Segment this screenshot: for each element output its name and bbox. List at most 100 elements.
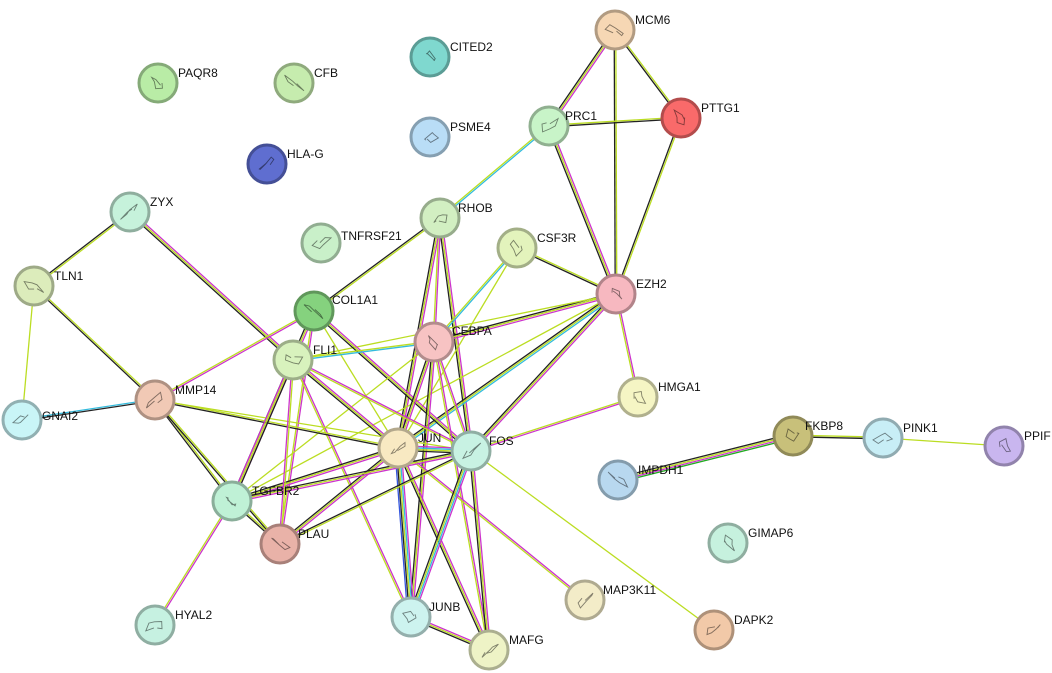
- edge-csf3r-cebpa[interactable]: [432, 247, 519, 343]
- node-junb[interactable]: JUNB: [390, 596, 460, 638]
- node-hyal2[interactable]: HYAL2: [134, 604, 212, 646]
- node-label: EZH2: [636, 277, 667, 291]
- edge-col1a1-jun[interactable]: [313, 310, 399, 449]
- edge-fos-dapk2[interactable]: [470, 450, 715, 631]
- node-hla-g[interactable]: HLA-G: [246, 143, 324, 185]
- node-pink1[interactable]: PINK1: [862, 417, 938, 459]
- edge-line-textmining: [409, 450, 471, 617]
- node-circle: [595, 273, 637, 315]
- node-mafg[interactable]: MAFG: [468, 629, 544, 671]
- edge-fli1-junb[interactable]: [291, 359, 413, 618]
- node-mmp14[interactable]: MMP14: [134, 379, 217, 421]
- edge-fos-junb[interactable]: [408, 449, 474, 619]
- node-csf3r[interactable]: CSF3R: [496, 227, 577, 269]
- node-dapk2[interactable]: DAPK2: [693, 609, 774, 651]
- edge-prc1-pttg1[interactable]: [548, 116, 682, 128]
- node-prc1[interactable]: PRC1: [528, 105, 597, 147]
- protein-structure-icon: [425, 50, 436, 62]
- edge-line-textmining: [231, 450, 472, 502]
- edge-cebpa-tgfbr2[interactable]: [231, 341, 435, 502]
- node-cebpa[interactable]: CEBPA: [413, 321, 492, 363]
- edge-ezh2-fli1[interactable]: [292, 293, 617, 361]
- edge-prc1-ezh2[interactable]: [546, 125, 619, 295]
- node-rhob[interactable]: RHOB: [419, 197, 493, 239]
- edge-tgfbr2-fli1[interactable]: [229, 359, 296, 502]
- edge-mcm6-ezh2[interactable]: [613, 29, 618, 295]
- edge-cebpa-junb[interactable]: [408, 341, 437, 618]
- protein-structure-icon: [258, 156, 275, 170]
- edge-line-coexpression: [33, 286, 155, 402]
- node-label: PLAU: [298, 527, 329, 541]
- node-circle: [109, 191, 151, 233]
- edge-gnai2-mmp14[interactable]: [21, 398, 156, 422]
- edge-fos-plau[interactable]: [279, 449, 472, 546]
- edge-mmp14-fos[interactable]: [154, 399, 472, 452]
- node-impdh1[interactable]: IMPDH1: [597, 459, 684, 501]
- node-label: JUN: [418, 431, 441, 445]
- edge-line-textmining: [616, 118, 683, 295]
- node-tnfrsf21[interactable]: TNFRSF21: [300, 222, 402, 264]
- edge-cebpa-fli1[interactable]: [292, 340, 435, 362]
- node-map3k11[interactable]: MAP3K11: [564, 579, 656, 621]
- edge-line-textmining: [397, 447, 412, 618]
- node-tln1[interactable]: TLN1: [13, 265, 84, 307]
- edge-ezh2-tgfbr2[interactable]: [231, 293, 617, 502]
- edge-cebpa-mafg[interactable]: [432, 341, 491, 651]
- protein-structure-path: [872, 432, 894, 445]
- edge-fli1-fos[interactable]: [292, 358, 472, 453]
- edge-csf3r-jun[interactable]: [397, 247, 518, 449]
- edge-mmp14-plau[interactable]: [153, 399, 282, 545]
- node-circle: [617, 376, 659, 418]
- node-ppif[interactable]: PPIF: [983, 425, 1051, 467]
- node-circle: [409, 36, 451, 78]
- edge-tln1-gnai2[interactable]: [21, 285, 35, 421]
- node-mcm6[interactable]: MCM6: [594, 9, 671, 51]
- node-label: RHOB: [458, 201, 493, 215]
- node-tgfbr2[interactable]: TGFBR2: [211, 480, 300, 522]
- edge-line-experimental: [130, 210, 295, 360]
- edge-prc1-rhob[interactable]: [439, 124, 550, 220]
- edge-jun-junb[interactable]: [394, 447, 415, 618]
- edge-zyx-fli1[interactable]: [128, 210, 295, 362]
- node-ezh2[interactable]: EZH2: [595, 273, 667, 315]
- node-gnai2[interactable]: GNAI2: [1, 399, 78, 441]
- edge-jun-plau[interactable]: [278, 446, 400, 546]
- protein-structure-path: [509, 239, 523, 257]
- protein-structure-icon: [673, 109, 686, 126]
- edge-ezh2-fos[interactable]: [469, 292, 618, 453]
- node-paqr8[interactable]: PAQR8: [137, 62, 218, 104]
- edge-fkbp8-impdh1[interactable]: [617, 433, 794, 483]
- node-pttg1[interactable]: PTTG1: [660, 97, 740, 139]
- edge-fli1-jun[interactable]: [291, 358, 400, 450]
- node-plau[interactable]: PLAU: [259, 523, 329, 565]
- edge-tgfbr2-hyal2[interactable]: [153, 500, 234, 626]
- node-fos[interactable]: FOS: [450, 430, 514, 472]
- edge-tln1-mmp14[interactable]: [33, 284, 156, 402]
- node-label: MCM6: [635, 13, 671, 27]
- edge-ezh2-jun[interactable]: [396, 292, 618, 450]
- node-psme4[interactable]: PSME4: [409, 116, 491, 158]
- node-circle: [419, 197, 461, 239]
- edge-fos-mafg[interactable]: [468, 450, 492, 651]
- edge-jun-mafg[interactable]: [395, 447, 492, 651]
- node-hmga1[interactable]: HMGA1: [617, 376, 701, 418]
- protein-structure-path: [604, 24, 624, 37]
- edge-fos-tgfbr2[interactable]: [231, 448, 472, 504]
- node-col1a1[interactable]: COL1A1: [293, 290, 378, 332]
- edge-hmga1-fos[interactable]: [470, 395, 639, 453]
- edge-line-textmining: [34, 284, 156, 400]
- node-fli1[interactable]: FLI1: [272, 339, 337, 381]
- edge-col1a1-mmp14[interactable]: [154, 309, 315, 402]
- node-jun[interactable]: JUN: [377, 427, 441, 469]
- node-cfb[interactable]: CFB: [273, 62, 338, 104]
- node-gimap6[interactable]: GIMAP6: [707, 522, 794, 564]
- node-cited2[interactable]: CITED2: [409, 36, 493, 78]
- node-fkbp8[interactable]: FKBP8: [772, 415, 843, 457]
- edge-pttg1-ezh2[interactable]: [614, 117, 683, 295]
- edge-col1a1-fos[interactable]: [312, 309, 473, 453]
- edge-plau-fli1[interactable]: [278, 359, 295, 545]
- node-zyx[interactable]: ZYX: [109, 191, 173, 233]
- edge-rhob-col1a1[interactable]: [313, 216, 441, 313]
- protein-structure-icon: [150, 76, 163, 90]
- edge-line-coexpression: [549, 118, 682, 128]
